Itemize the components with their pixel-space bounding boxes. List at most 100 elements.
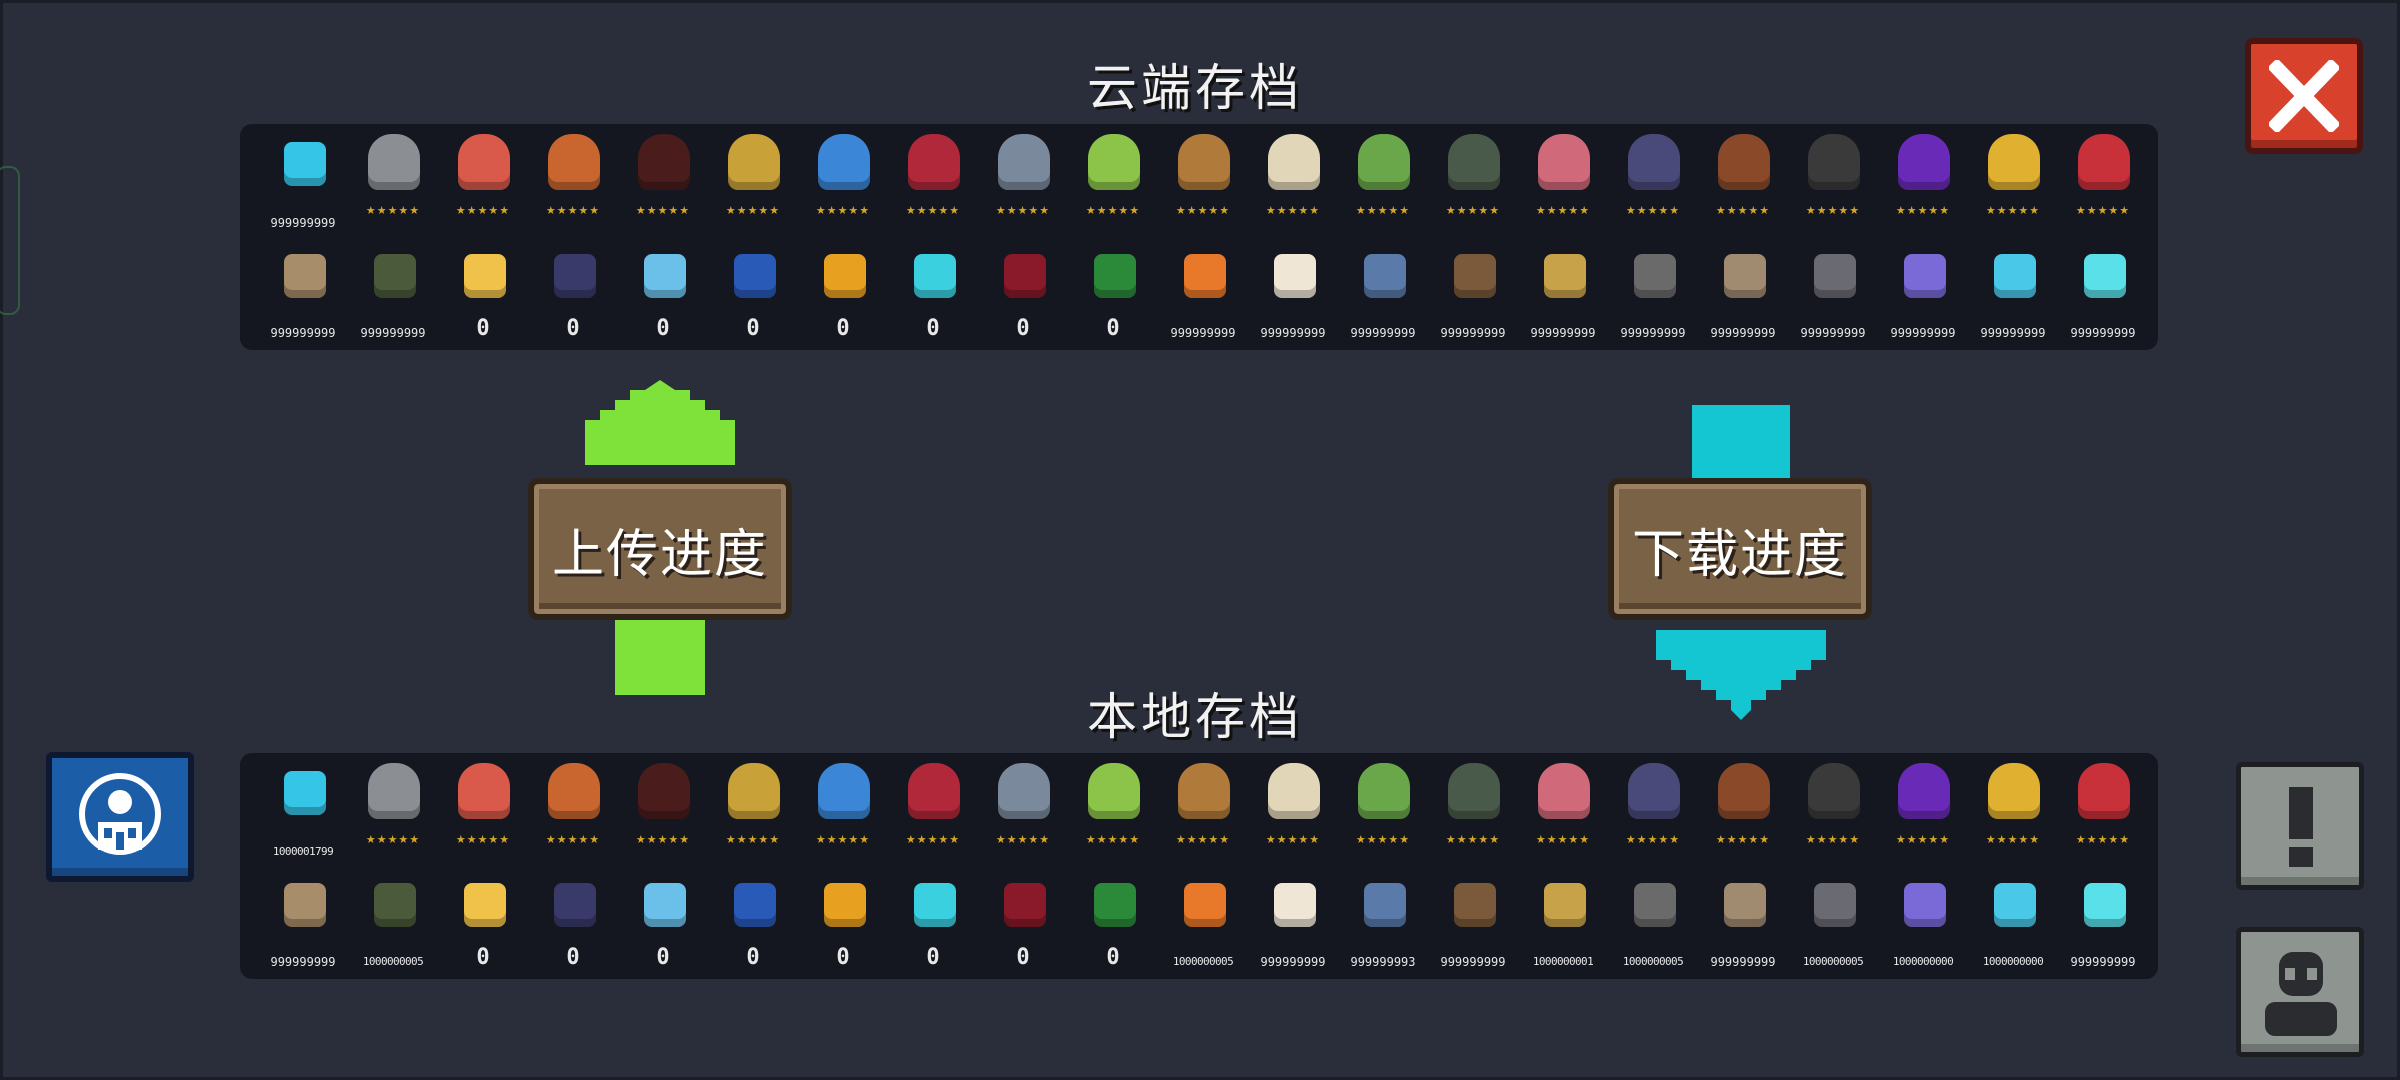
- star-rating: ★★★★★: [455, 204, 511, 217]
- item-value: 999999999: [1890, 326, 1956, 340]
- star-rating: ★★★★★: [1535, 204, 1591, 217]
- tin-icon: [1724, 254, 1766, 298]
- account-button[interactable]: [2236, 927, 2364, 1057]
- sack-icon: [1274, 254, 1316, 298]
- item-cell: 999999999: [1608, 238, 1698, 348]
- notice-button[interactable]: [2236, 762, 2364, 890]
- battery-icon: [374, 254, 416, 298]
- star-rating: ★★★★★: [1175, 204, 1231, 217]
- star-rating: ★★★★★: [725, 833, 781, 846]
- paladin-icon: [998, 134, 1050, 190]
- star-rating: ★★★★★: [1625, 833, 1681, 846]
- item-cell: 999999999: [258, 238, 348, 348]
- robot-icon: [818, 134, 870, 190]
- item-value: 0: [476, 316, 490, 341]
- item-value: 0: [476, 945, 490, 970]
- star-rating: ★★★★★: [1175, 833, 1231, 846]
- shard-purple-icon: [1904, 254, 1946, 298]
- character-cell: ★★★★★: [978, 126, 1068, 236]
- cloud-character-row: 999999999★★★★★★★★★★★★★★★★★★★★★★★★★★★★★★★…: [258, 126, 2148, 236]
- upload-progress-button[interactable]: 上传进度: [528, 478, 792, 620]
- engineer-icon: [728, 763, 780, 819]
- berserker-icon: [1448, 763, 1500, 819]
- item-value: 1000000000: [1982, 955, 2044, 968]
- map-icon: [284, 254, 326, 298]
- character-cell: ★★★★★: [1968, 755, 2058, 865]
- item-cell: 999999999: [348, 238, 438, 348]
- gear-icon: [1634, 883, 1676, 927]
- star-rating: ★★★★★: [1445, 204, 1501, 217]
- paladin-icon: [998, 763, 1050, 819]
- item-value: 0: [566, 945, 580, 970]
- item-cell: 1000000005: [1608, 867, 1698, 977]
- item-value: 999999999: [1710, 955, 1776, 969]
- miner-icon: [1988, 763, 2040, 819]
- alchemist-icon: [1538, 763, 1590, 819]
- star-rating: ★★★★★: [365, 833, 421, 846]
- character-cell: ★★★★★: [1068, 755, 1158, 865]
- item-cell: 999999999: [1698, 238, 1788, 348]
- star-rating: ★★★★★: [725, 204, 781, 217]
- crystal-icon: [644, 254, 686, 298]
- item-cell: 0: [1068, 867, 1158, 977]
- item-value: 0: [1106, 316, 1120, 341]
- character-cell: ★★★★★: [618, 755, 708, 865]
- officer-icon: [1718, 134, 1770, 190]
- item-cell: 999999999: [1338, 238, 1428, 348]
- character-cell: ★★★★★: [798, 755, 888, 865]
- coin-icon: [824, 883, 866, 927]
- lobby-button[interactable]: [46, 752, 194, 882]
- item-value: 1000000000: [1892, 955, 1954, 968]
- item-cell: 999999999: [1248, 238, 1338, 348]
- coin-icon: [824, 254, 866, 298]
- item-cell: 999999993: [1338, 867, 1428, 977]
- item-cell: 0: [888, 867, 978, 977]
- character-cell: ★★★★★: [888, 755, 978, 865]
- character-cell: ★★★★★: [618, 126, 708, 236]
- item-cell: 999999999: [258, 867, 348, 977]
- character-cell: ★★★★★: [1158, 126, 1248, 236]
- item-cell: 1000000005: [1788, 867, 1878, 977]
- wizard-icon: [1898, 134, 1950, 190]
- item-value: 0: [836, 945, 850, 970]
- item-cell: 0: [618, 867, 708, 977]
- star-rating: ★★★★★: [1985, 833, 2041, 846]
- side-tab-handle[interactable]: [0, 166, 20, 315]
- item-value: 0: [836, 316, 850, 341]
- shard-purple-icon: [1904, 883, 1946, 927]
- item-cell: 1000000000: [1878, 867, 1968, 977]
- item-cell: 999999999: [1428, 238, 1518, 348]
- item-cell: 0: [438, 238, 528, 348]
- item-cell: 0: [798, 238, 888, 348]
- taoist-icon: [1808, 763, 1860, 819]
- item-cell: 0: [528, 238, 618, 348]
- item-cell: 1000000000: [1968, 867, 2058, 977]
- item-value: 999999999: [1620, 326, 1686, 340]
- druid-icon: [1358, 134, 1410, 190]
- user-icon: [2265, 952, 2337, 1036]
- alchemist-icon: [1538, 134, 1590, 190]
- character-cell: ★★★★★: [1428, 126, 1518, 236]
- item-cell: 999999999: [1428, 867, 1518, 977]
- item-value: 999999999: [1260, 326, 1326, 340]
- potions-icon: [734, 883, 776, 927]
- item-value: 999999999: [270, 326, 336, 340]
- close-button[interactable]: [2245, 38, 2363, 154]
- item-cell: 0: [798, 867, 888, 977]
- character-cell: ★★★★★: [1158, 755, 1248, 865]
- star-rating: ★★★★★: [545, 833, 601, 846]
- character-cell: ★★★★★: [1788, 755, 1878, 865]
- download-progress-button[interactable]: 下载进度: [1608, 478, 1872, 620]
- character-cell: ★★★★★: [1248, 755, 1338, 865]
- map-icon: [284, 883, 326, 927]
- item-value: 999999999: [1350, 326, 1416, 340]
- star-rating: ★★★★★: [995, 204, 1051, 217]
- item-cell: 1000000005: [348, 867, 438, 977]
- character-cell: ★★★★★: [1788, 126, 1878, 236]
- character-cell: ★★★★★: [1428, 755, 1518, 865]
- star-rating: ★★★★★: [1265, 833, 1321, 846]
- item-value: 0: [746, 316, 760, 341]
- item-cell: 0: [888, 238, 978, 348]
- local-character-row: 1000001799★★★★★★★★★★★★★★★★★★★★★★★★★★★★★★…: [258, 755, 2148, 865]
- item-cell: 999999999: [1698, 867, 1788, 977]
